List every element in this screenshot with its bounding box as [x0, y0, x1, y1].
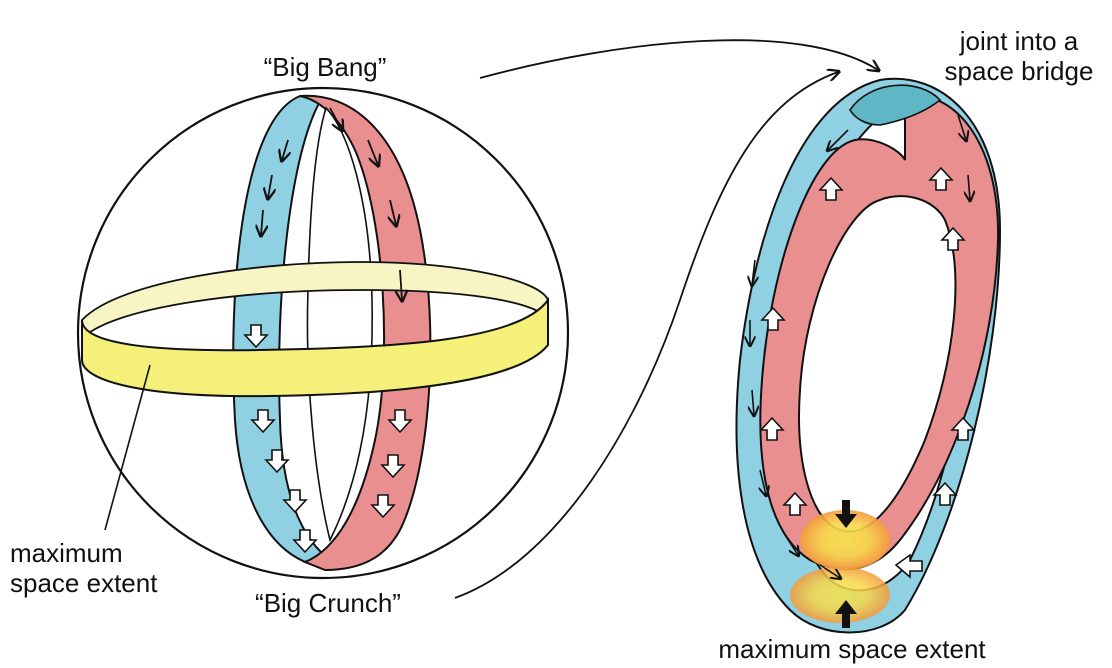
- max-extent-left-label: maximum space extent: [10, 538, 200, 598]
- sphere-diagram: [78, 88, 568, 578]
- max-extent-left-line1: maximum: [10, 538, 200, 568]
- space-bridge-diagram: [737, 79, 1000, 633]
- joint-label: joint into a space bridge: [930, 26, 1108, 86]
- max-extent-bottom-label: maximum space extent: [682, 634, 1022, 664]
- max-extent-left-line2: space extent: [10, 568, 200, 598]
- joint-line2: space bridge: [930, 56, 1108, 86]
- joint-line1: joint into a: [930, 26, 1108, 56]
- connector-arrow-top: [480, 40, 878, 78]
- big-bang-label: “Big Bang”: [250, 52, 400, 82]
- extent-leader-line: [105, 365, 150, 530]
- big-crunch-label: “Big Crunch”: [228, 588, 428, 618]
- extent-glow-lower: [790, 567, 890, 623]
